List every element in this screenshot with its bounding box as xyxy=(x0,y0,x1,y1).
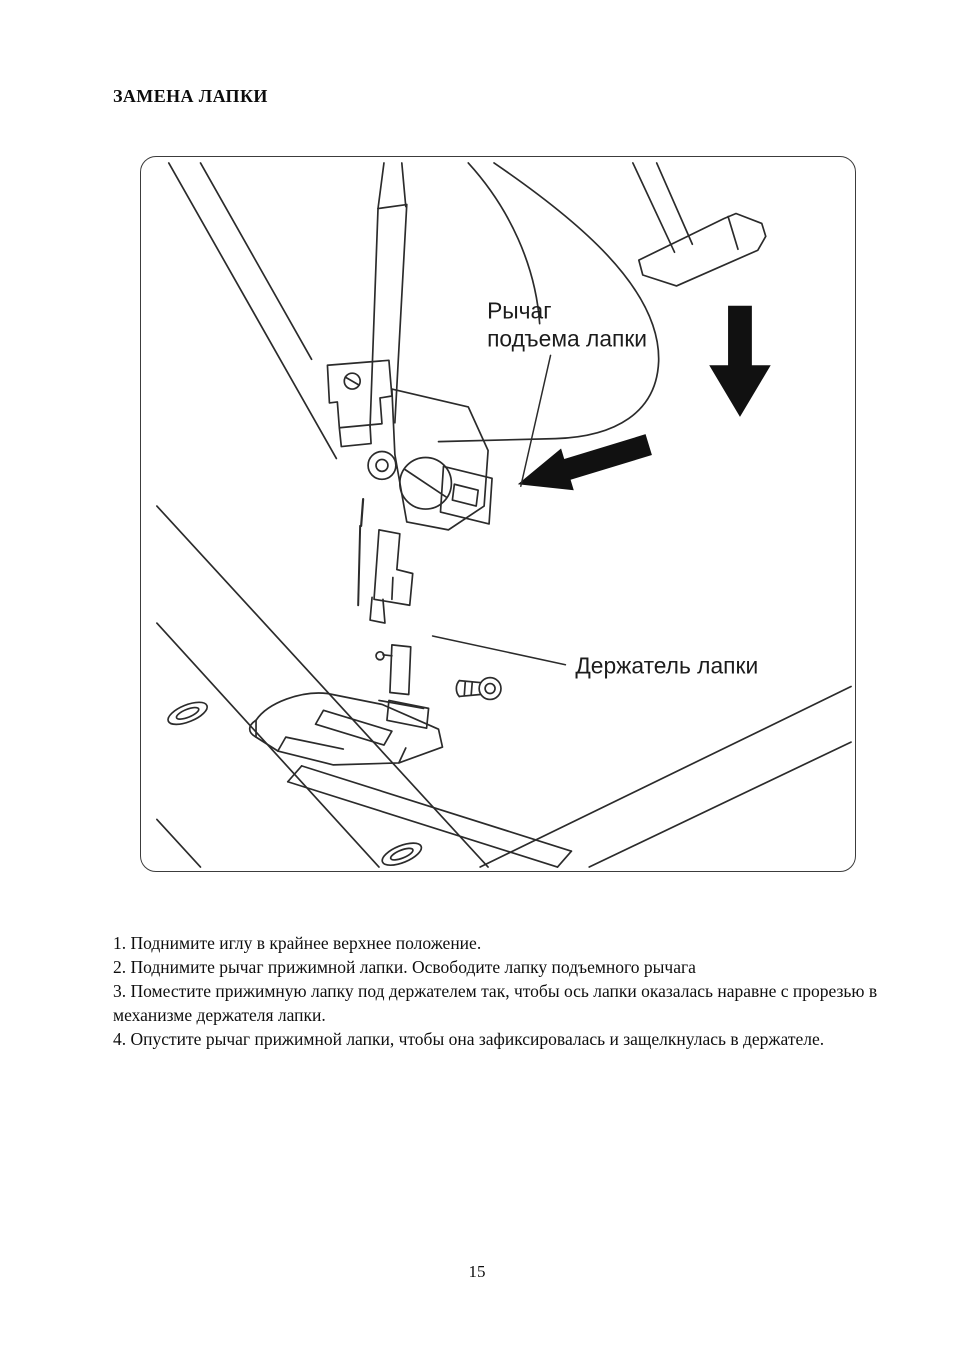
presser-foot xyxy=(255,692,444,766)
label-lifter-lever-line1: Рычаг xyxy=(487,298,551,324)
lifter-lever xyxy=(637,212,767,287)
instruction-list: 1. Поднимите иглу в крайнее верхнее поло… xyxy=(113,931,885,1051)
clamp-screw-knob xyxy=(478,676,502,701)
down-arrow-icon xyxy=(709,305,771,417)
page-title: ЗАМЕНА ЛАПКИ xyxy=(113,86,268,106)
label-leader-lines xyxy=(431,354,567,666)
foot-holder xyxy=(373,529,414,607)
instruction-step-4: 4. Опустите рычаг прижимной лапки, чтобы… xyxy=(113,1029,825,1049)
label-lifter-lever-line2: подъема лапки xyxy=(487,325,647,351)
page-number: 15 xyxy=(468,1262,486,1281)
instruction-step-2: 2. Поднимите рычаг прижимной лапки. Осво… xyxy=(113,957,696,977)
machine-body-lines xyxy=(156,162,852,868)
instruction-step-1: 1. Поднимите иглу в крайнее верхнее поло… xyxy=(113,933,482,953)
needle-tip xyxy=(357,524,362,607)
left-arrow-icon xyxy=(517,434,652,491)
instruction-step-3: 3. Поместите прижимную лапку под держате… xyxy=(113,981,878,1025)
needle xyxy=(360,498,365,527)
thumb-screw xyxy=(398,456,453,510)
label-foot-holder: Держатель лапки xyxy=(575,653,758,679)
sewing-machine-illustration: Рычаг подъема лапки Держатель лапки xyxy=(156,162,852,868)
figure-frame: Рычаг подъема лапки Держатель лапки xyxy=(140,156,856,872)
